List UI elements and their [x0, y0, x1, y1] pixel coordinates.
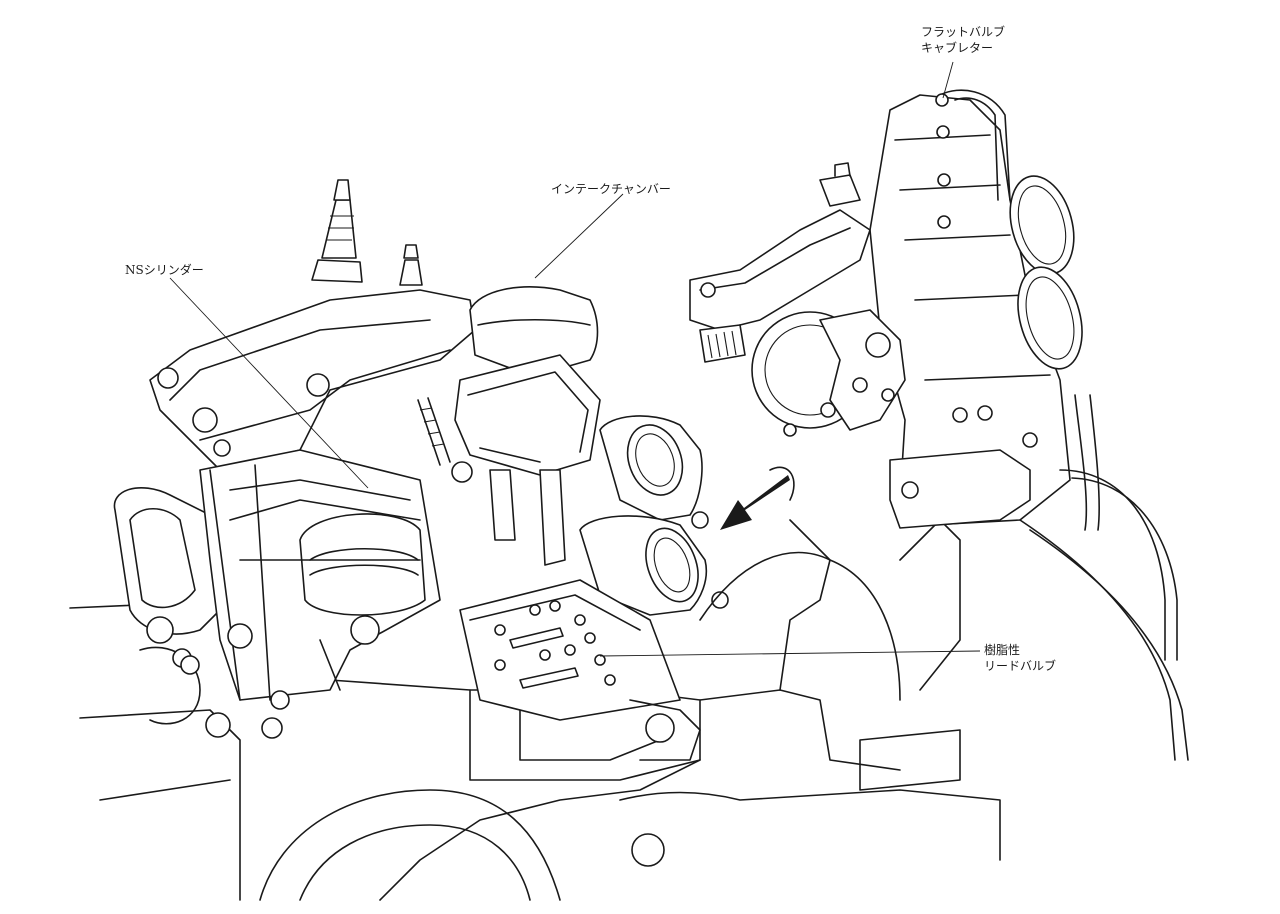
label-flat-valve-carburetor-line1: フラットバルブ	[921, 25, 1006, 39]
resin-reed-valve	[459, 579, 701, 761]
label-ns-cylinder: NSシリンダー	[125, 263, 204, 277]
label-resin-reed-valve-line2: リードバルブ	[984, 659, 1057, 673]
ns-cylinder	[149, 179, 476, 710]
flat-valve-carburetor	[689, 89, 1189, 761]
label-resin-reed-valve: 樹脂性 リードバルブ	[984, 642, 1056, 674]
leader-lines	[169, 61, 981, 657]
crankcase	[69, 519, 1001, 901]
label-resin-reed-valve-line1: 樹脂性	[984, 643, 1021, 657]
intake-chamber	[417, 286, 601, 566]
airflow-arrow-icon	[720, 466, 795, 530]
label-flat-valve-carburetor-line2: キャブレター	[921, 41, 994, 55]
exhaust-port	[113, 487, 231, 668]
intake-manifold	[579, 415, 709, 616]
label-flat-valve-carburetor: フラットバルブ キャブレター	[921, 24, 1005, 56]
label-intake-chamber: インテークチャンバー	[551, 182, 671, 196]
